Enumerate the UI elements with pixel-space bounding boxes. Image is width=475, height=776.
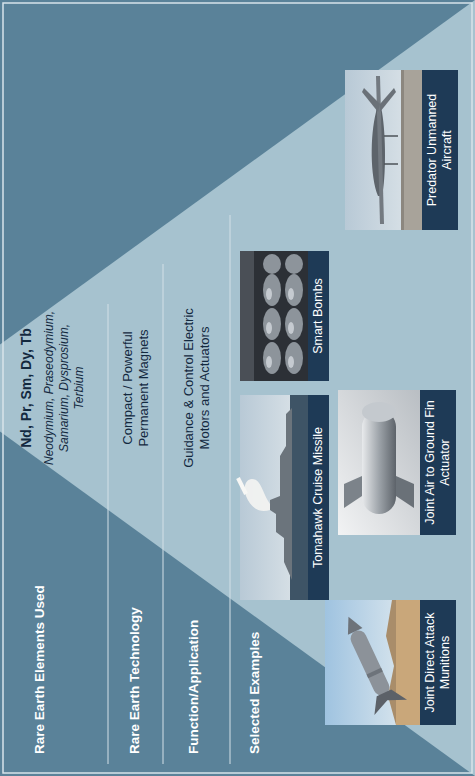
row-heading: Function/Application xyxy=(186,620,202,754)
caption-text: Predator Unmanned Aircraft xyxy=(422,70,458,230)
row-heading: Rare Earth Technology xyxy=(127,607,143,754)
jdam-photo xyxy=(325,600,420,725)
caption-box: Tomahawk Cruise Missile xyxy=(308,395,329,600)
technology-text: Compact / Powerful Permanent Magnets xyxy=(120,308,153,468)
caption-box: Smart Bombs xyxy=(308,251,329,381)
element-names: Neodymium, Praseodymium, Samarium, Dyspr… xyxy=(42,306,87,471)
application-text: Guidance & Control Electric Motors and A… xyxy=(181,301,214,476)
caption-text: Smart Bombs xyxy=(308,251,329,381)
predator-photo xyxy=(345,70,422,230)
row-heading: Rare Earth Elements Used xyxy=(32,585,48,754)
caption-box: Joint Direct Attack Munitions xyxy=(420,600,456,725)
tomahawk-photo xyxy=(238,395,308,600)
fin-actuator-photo xyxy=(338,390,420,535)
smart-bombs-photo xyxy=(240,251,308,381)
caption-box: Predator Unmanned Aircraft xyxy=(422,70,458,230)
caption-box: Joint Air to Ground Fin Actuator xyxy=(420,390,456,535)
caption-text: Joint Air to Ground Fin Actuator xyxy=(420,390,456,535)
caption-text: Joint Direct Attack Munitions xyxy=(420,600,456,725)
caption-text: Tomahawk Cruise Missile xyxy=(308,395,329,600)
element-symbols: Nd, Pr, Sm, Dy, Tb xyxy=(18,313,35,463)
row-heading: Selected Examples xyxy=(247,632,263,754)
